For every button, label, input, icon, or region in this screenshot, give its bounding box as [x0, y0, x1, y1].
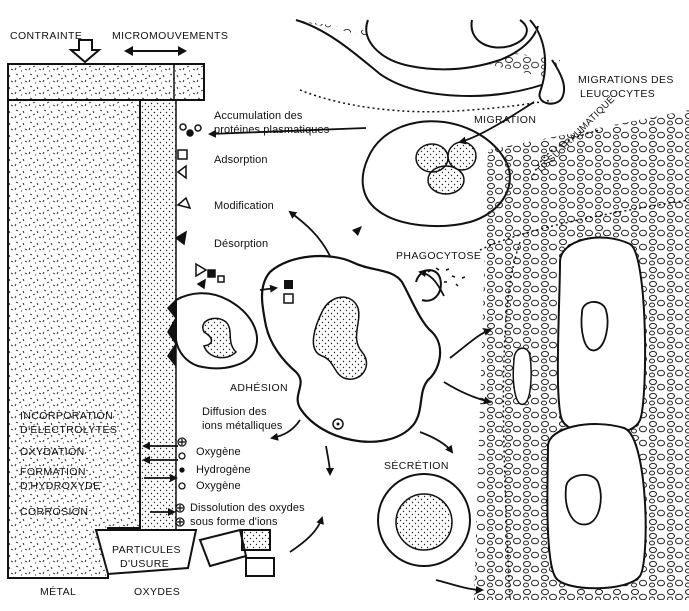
- adhesion-cell: [168, 293, 257, 368]
- label-particules-2: D'USURE: [120, 558, 169, 571]
- label-metal: MÉTAL: [40, 586, 76, 599]
- blood-vessel: [296, 20, 564, 112]
- label-oxygene-2: Oxygène: [196, 480, 241, 493]
- label-migration: MIGRATION: [474, 114, 536, 127]
- label-oxydation: OXYDATION: [20, 446, 85, 459]
- label-oxygene-1: Oxygène: [196, 446, 241, 459]
- label-oxydes: OXYDES: [134, 586, 180, 599]
- ion-symbols: [176, 438, 186, 526]
- label-diffusion-2: ions métalliques: [202, 420, 282, 433]
- label-dissolution-2: sous forme d'ions: [190, 516, 278, 529]
- label-migrations-leucocytes-2: LEUCOCYTES: [580, 88, 655, 101]
- label-incorporation-2: D'ÉLECTROLYTES: [20, 424, 117, 437]
- label-modification: Modification: [214, 200, 274, 213]
- label-phagocytose: PHAGOCYTOSE: [396, 250, 481, 263]
- micromouvements-arrow-icon: [124, 46, 187, 56]
- label-particules-1: PARTICULES: [112, 544, 181, 557]
- label-diffusion-1: Diffusion des: [202, 406, 267, 419]
- label-accumulation-2: protéines plasmatiques: [214, 124, 329, 137]
- label-contrainte: CONTRAINTE: [10, 30, 82, 43]
- label-incorporation-1: INCORPORATION: [20, 410, 113, 423]
- traumatic-tissue: [474, 110, 689, 600]
- label-adsorption: Adsorption: [214, 154, 268, 167]
- label-dissolution-1: Dissolution des oxydes: [190, 502, 305, 515]
- label-micromouvements: MICROMOUVEMENTS: [112, 30, 228, 43]
- label-migrations-leucocytes-1: MIGRATIONS DES: [578, 74, 674, 87]
- central-macrophage: [262, 256, 440, 442]
- label-desorption: Désorption: [214, 238, 268, 251]
- label-secretion: SÉCRÉTION: [384, 460, 449, 473]
- label-adhesion: ADHÉSION: [230, 382, 288, 395]
- label-corrosion: CORROSION: [20, 506, 88, 519]
- label-hydrogene: Hydrogène: [196, 464, 251, 477]
- round-cell: [378, 474, 470, 566]
- label-formation-1: FORMATION: [20, 466, 86, 479]
- label-formation-2: D'HYDROXYDE: [20, 480, 101, 493]
- label-accumulation-1: Accumulation des: [214, 110, 302, 123]
- contrainte-arrow-icon: [71, 40, 99, 62]
